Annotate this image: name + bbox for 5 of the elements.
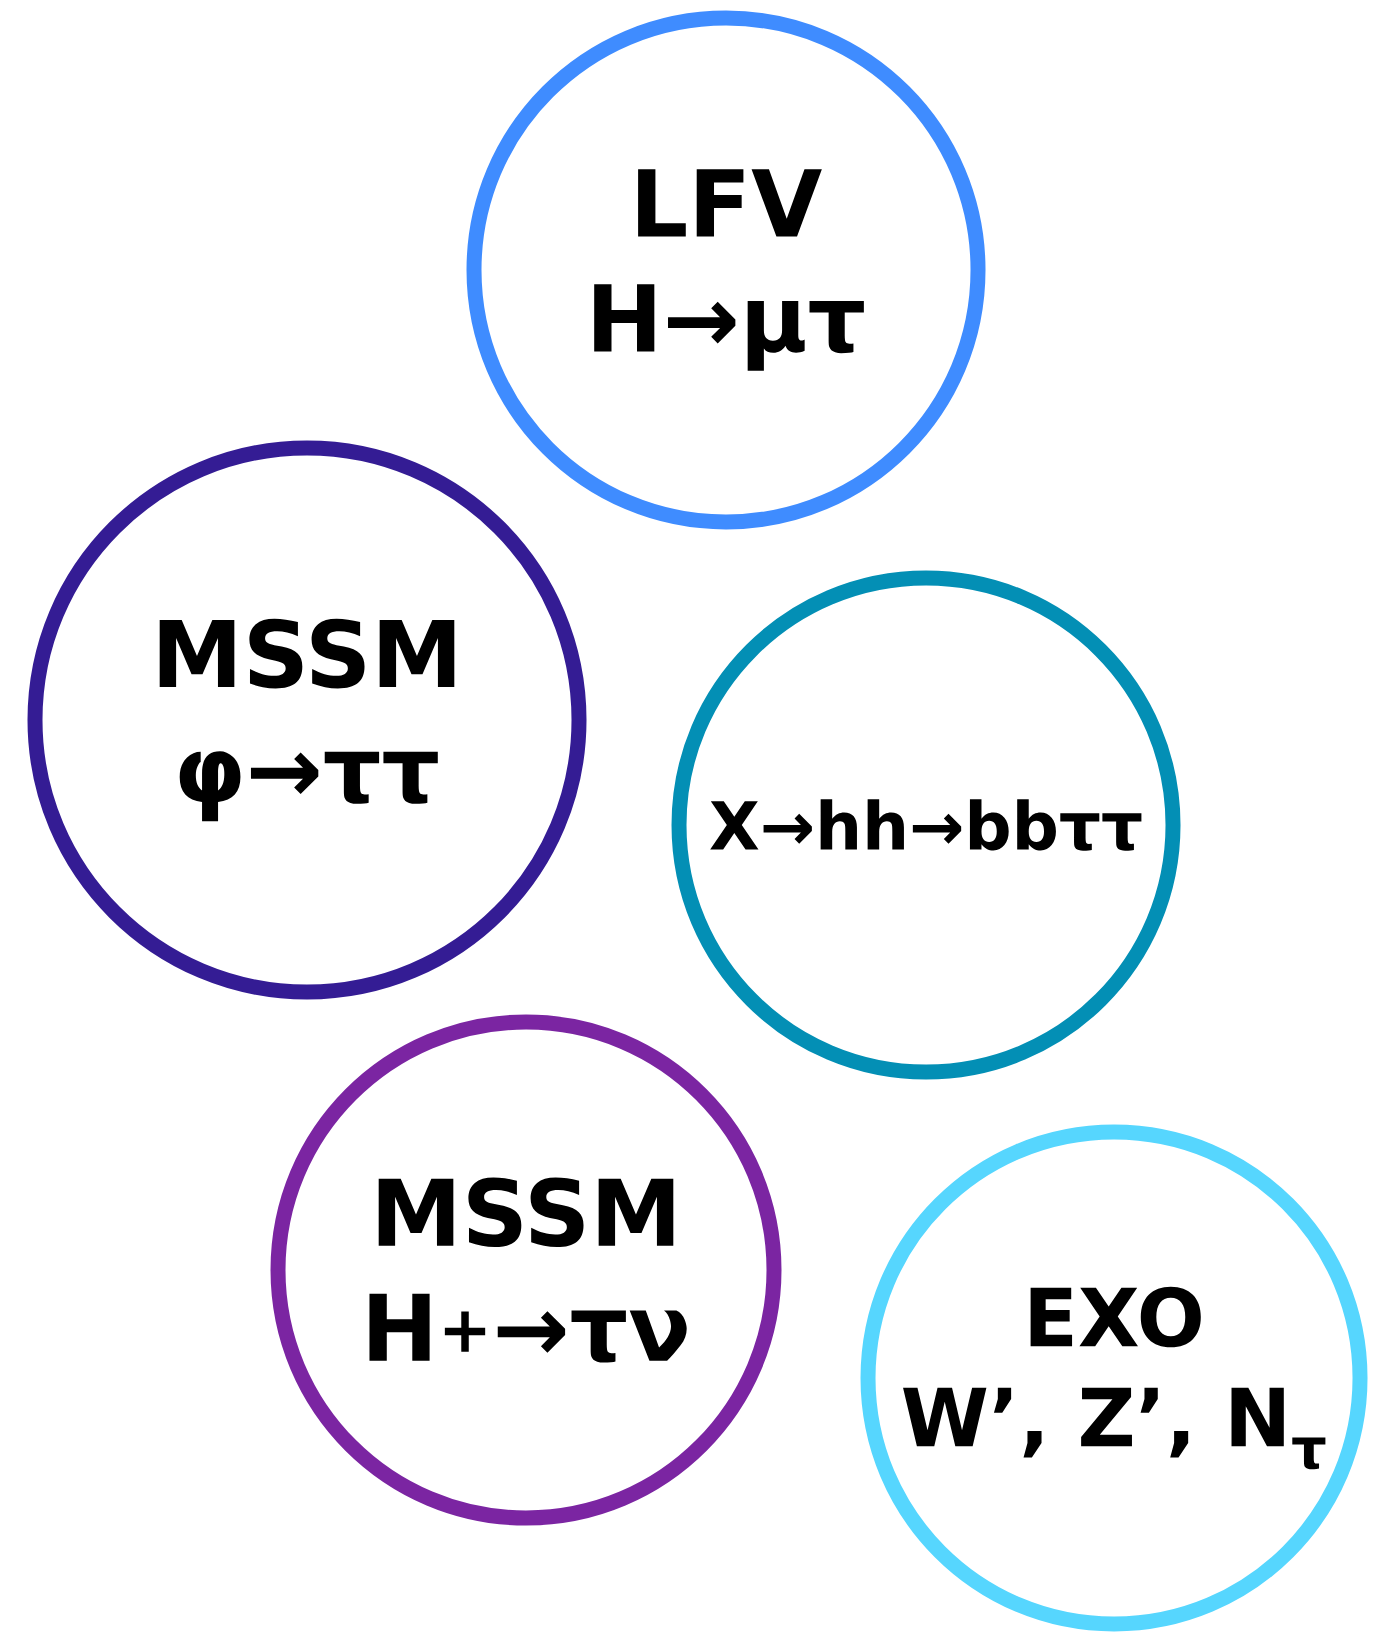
circle-node: MSSM H$^{+}$→τν xyxy=(270,1014,782,1526)
circle-node: MSSM φ→ττ xyxy=(27,440,587,1000)
circle-node: EXO W’, Z’, N$_{τ}$ xyxy=(860,1124,1368,1632)
circle-node: LFV H→μτ xyxy=(466,10,986,530)
circle-node: X→hh→bbττ xyxy=(671,570,1181,1080)
